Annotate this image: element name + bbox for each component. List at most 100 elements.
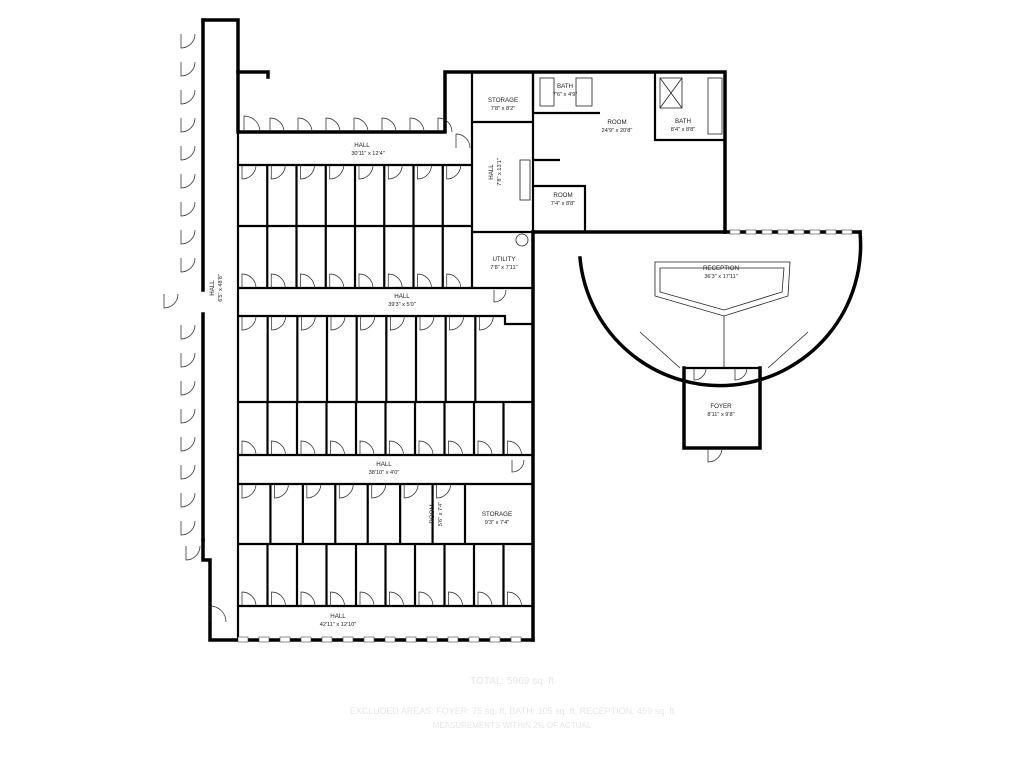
window <box>342 636 354 643</box>
reception-label: RECEPTION <box>703 265 739 272</box>
door-swing <box>180 324 196 340</box>
door-swing <box>270 273 286 289</box>
door-swing <box>180 408 196 424</box>
door-swing <box>353 117 369 133</box>
reception-dim: 36'3" x 17'11" <box>704 274 737 280</box>
door-swing <box>446 164 462 180</box>
excluded-areas: EXCLUDED AREAS: FOYER: 75 sq. ft, BATH: … <box>350 706 675 716</box>
hall-top-label: HALL <box>354 142 370 149</box>
door-swing <box>241 483 257 499</box>
door-swing <box>360 315 376 331</box>
room-narrow-dim: 5'6" x 7'4" <box>438 502 444 526</box>
door-swing <box>306 483 322 499</box>
window <box>447 636 459 643</box>
door-swing <box>418 591 434 607</box>
door-swing <box>241 164 257 180</box>
window <box>405 636 417 643</box>
door-swing <box>330 315 346 331</box>
door-swing <box>437 117 453 133</box>
hall-top-dim: 30'11" x 12'4" <box>351 151 384 157</box>
door-swing <box>403 483 419 499</box>
door-swing <box>330 440 345 456</box>
hall-small-dim: 7'8" x 13'1" <box>497 158 503 186</box>
window <box>384 636 396 643</box>
utility-label: UTILITY <box>492 256 515 263</box>
room-narrow-label: ROOM <box>429 504 436 523</box>
hall-low-label: HALL <box>376 461 392 468</box>
storage-top-dim: 7'8" x 8'2" <box>491 106 515 112</box>
door-swing <box>300 273 315 289</box>
door-swing <box>478 315 494 331</box>
door-swing <box>389 315 405 331</box>
door-swing <box>180 173 196 189</box>
interior-walls <box>236 72 725 640</box>
door-swing <box>180 89 196 105</box>
window <box>426 636 438 643</box>
door-swing <box>300 591 316 607</box>
window <box>468 636 480 643</box>
door-swing <box>511 459 525 473</box>
hall-left-dim: 6'5" x 48'8" <box>218 274 224 302</box>
door-swing <box>180 257 196 273</box>
door-swing <box>371 483 387 499</box>
door-swing <box>241 273 257 289</box>
door-swing <box>358 164 374 180</box>
window <box>745 229 757 235</box>
door-swing <box>448 591 463 607</box>
door-swing <box>180 352 196 368</box>
window <box>237 636 249 643</box>
door-swing <box>300 164 315 180</box>
door-swing <box>243 115 261 133</box>
door-swing <box>180 145 196 161</box>
door-swing <box>338 483 354 499</box>
room-labels: HALL 30'11" x 12'4" HALL 39'3" x 5'0" HA… <box>209 83 739 628</box>
door-swing <box>359 591 375 607</box>
hall-low-dim: 38'10" x 4'0" <box>369 470 400 476</box>
door-swing <box>180 436 196 452</box>
unit-dividers <box>266 165 505 606</box>
door-swing <box>271 315 287 331</box>
door-swing <box>387 164 403 180</box>
door-swing <box>507 440 522 456</box>
door-swing <box>180 520 196 536</box>
door-swing <box>329 164 345 180</box>
door-swing <box>409 117 425 133</box>
door-swing <box>180 33 196 49</box>
door-swing <box>241 315 257 331</box>
door-swing <box>185 545 201 561</box>
window <box>300 636 312 643</box>
door-swing <box>734 367 748 381</box>
door-swing <box>209 605 227 623</box>
area-summary: TOTAL: 5969 sq. ft EXCLUDED AREAS: FOYER… <box>350 676 675 730</box>
door-swing <box>455 133 471 149</box>
window <box>793 229 805 235</box>
door-swing <box>300 315 316 331</box>
window <box>489 636 501 643</box>
door-swing <box>297 117 313 133</box>
door-swing <box>329 273 345 289</box>
window <box>825 229 837 235</box>
foyer-dim: 8'11" x 9'8" <box>707 412 734 418</box>
doors <box>163 33 748 623</box>
room-small-label: ROOM <box>553 192 572 199</box>
window <box>777 229 789 235</box>
hall-mid-dim: 39'3" x 5'0" <box>388 302 416 308</box>
window <box>841 229 853 235</box>
door-swing <box>418 440 434 456</box>
room-large-label: ROOM <box>607 119 626 126</box>
door-swing <box>693 367 707 381</box>
door-swing <box>417 273 432 289</box>
window <box>510 636 522 643</box>
door-swing <box>274 483 289 499</box>
door-swing <box>180 492 196 508</box>
bath-right-label: BATH <box>675 118 691 125</box>
door-swing <box>493 289 507 303</box>
door-swing <box>417 164 432 180</box>
door-swing <box>180 117 196 133</box>
room-large-dim: 24'9" x 20'8" <box>602 128 633 134</box>
door-swing <box>300 440 316 456</box>
door-swing <box>707 447 723 463</box>
foyer-label: FOYER <box>710 403 732 410</box>
door-swing <box>448 440 463 456</box>
